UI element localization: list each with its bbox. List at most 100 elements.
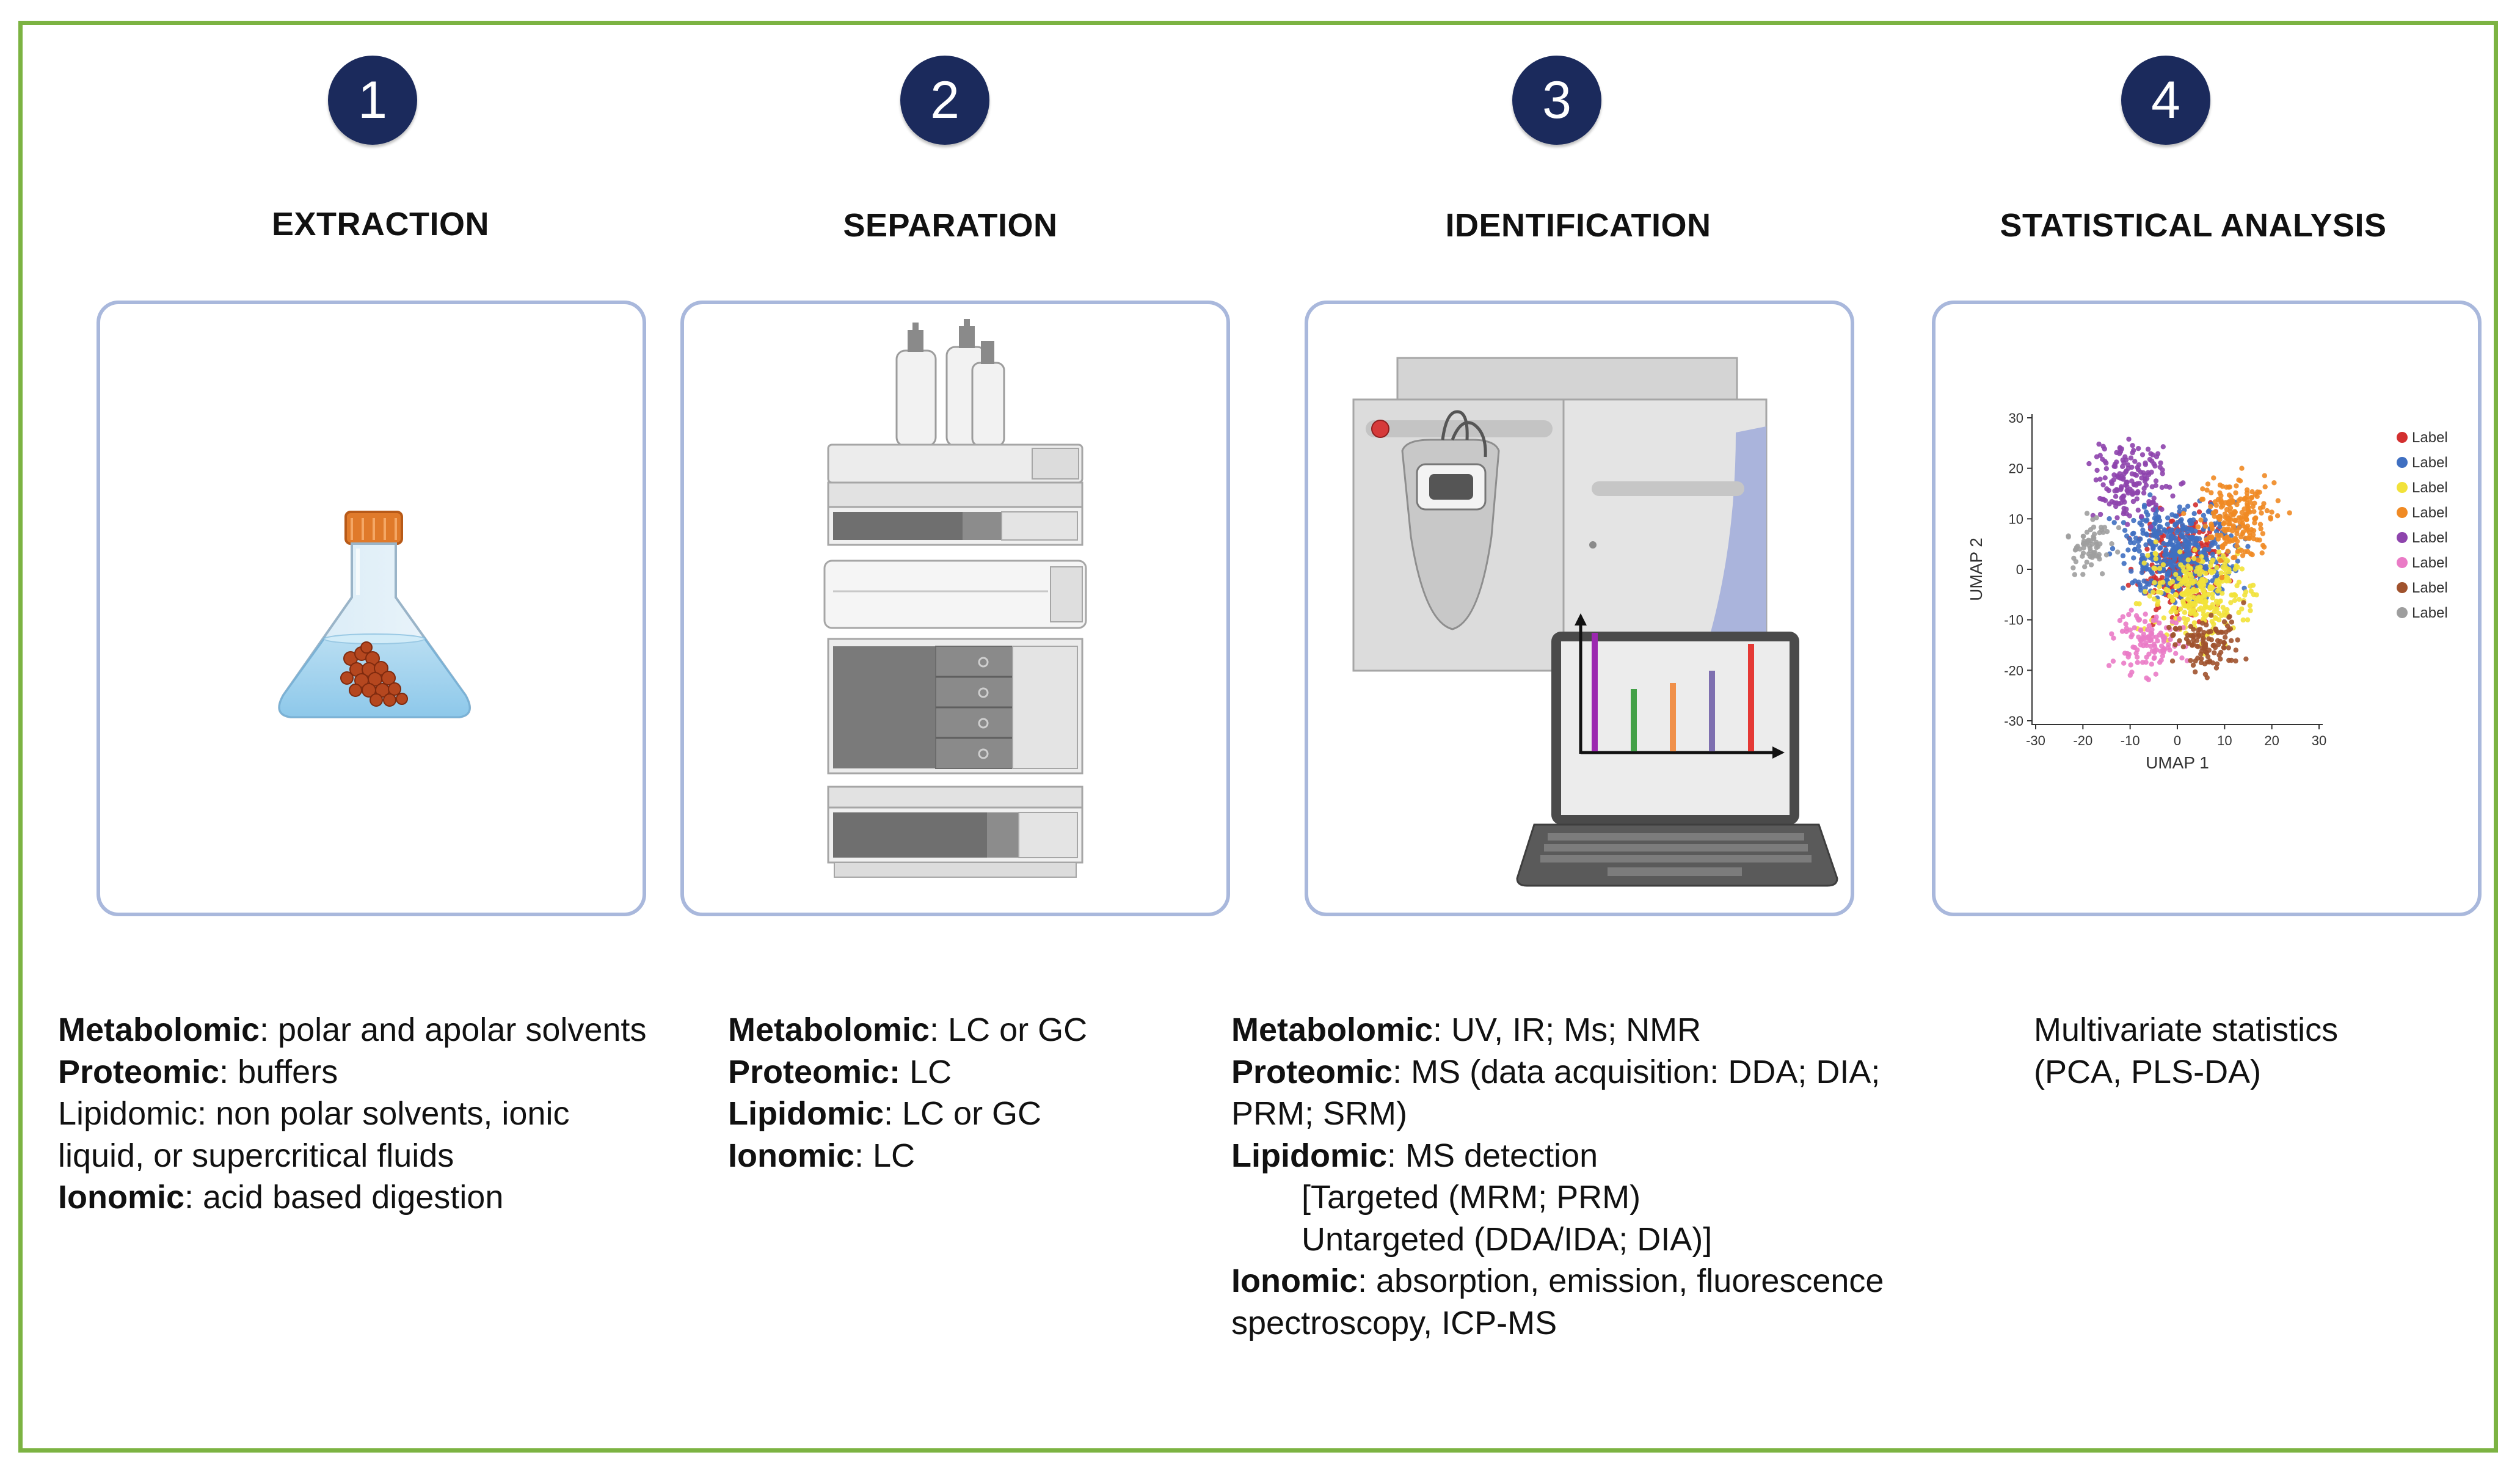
description-line: (PCA, PLS-DA) [2034, 1051, 2338, 1093]
umap-point [2193, 502, 2198, 508]
umap-point [2218, 558, 2223, 564]
umap-point [2182, 610, 2188, 615]
omics-term: Lipidomic [728, 1095, 884, 1132]
umap-point [2186, 547, 2191, 553]
umap-point [2173, 609, 2179, 615]
description-text: (PCA, PLS-DA) [2034, 1053, 2262, 1090]
umap-point [2220, 553, 2226, 558]
umap-point [2212, 514, 2217, 519]
description-text: : acid based digestion [184, 1179, 504, 1216]
umap-point [2147, 456, 2153, 462]
omics-term: Metabolomic [58, 1012, 260, 1048]
umap-point [2134, 496, 2139, 501]
umap-point [2186, 639, 2191, 644]
umap-point [2213, 665, 2220, 671]
umap-point [2144, 580, 2150, 586]
umap-point [2232, 566, 2238, 572]
umap-point [2121, 660, 2127, 666]
x-axis-label: UMAP 1 [2146, 753, 2209, 772]
description-line: spectroscopy, ICP-MS [1231, 1302, 1884, 1344]
umap-point [2193, 669, 2198, 675]
umap-point [2230, 523, 2236, 528]
description-line: Metabolomic: LC or GC [728, 1009, 1087, 1051]
description-line: Lipidomic: LC or GC [728, 1093, 1087, 1135]
umap-point [2097, 495, 2103, 501]
umap-point [2111, 520, 2117, 525]
umap-point [2175, 520, 2180, 525]
umap-point [2153, 556, 2158, 561]
umap-point [2234, 501, 2240, 508]
umap-point [2190, 662, 2196, 668]
step-4-title: STATISTICAL ANALYSIS [2000, 207, 2387, 244]
legend-label: Label [2412, 429, 2448, 446]
umap-point [2144, 635, 2149, 641]
umap-point [2221, 527, 2227, 532]
hplc-system-icon [823, 319, 1087, 878]
description-text: : MS detection [1387, 1137, 1598, 1174]
umap-point [2204, 487, 2210, 493]
umap-point [2150, 589, 2156, 595]
umap-point [2132, 459, 2138, 464]
umap-point [2120, 553, 2126, 558]
description-text: LC [900, 1053, 952, 1090]
umap-point [2233, 647, 2238, 653]
umap-point [2168, 530, 2173, 535]
umap-point [2146, 538, 2152, 544]
umap-point [2246, 535, 2251, 541]
umap-point [2194, 643, 2200, 649]
umap-point [2202, 517, 2208, 523]
umap-point [2165, 574, 2170, 579]
umap-point [2124, 506, 2129, 512]
umap-point [2084, 560, 2089, 565]
umap-point [2108, 479, 2114, 484]
umap-point [2220, 629, 2225, 635]
umap-point [2258, 526, 2263, 531]
umap-point [2091, 550, 2096, 555]
description-text: : UV, IR; Ms; NMR [1433, 1012, 1702, 1048]
umap-point [2157, 566, 2163, 571]
umap-point [2133, 601, 2139, 607]
umap-point [2230, 528, 2235, 534]
umap-point [2225, 558, 2230, 564]
umap-point [2239, 606, 2245, 612]
umap-point [2150, 452, 2155, 458]
umap-point [2110, 545, 2116, 552]
umap-point [2214, 661, 2220, 666]
umap-point [2201, 630, 2207, 635]
umap-point [2262, 484, 2268, 490]
umap-point [2157, 584, 2162, 589]
umap-point [2170, 606, 2176, 612]
umap-point [2125, 582, 2132, 588]
umap-point [2159, 643, 2165, 649]
umap-point [2141, 560, 2147, 566]
identification-card [1305, 301, 1854, 916]
umap-point [2188, 624, 2194, 629]
umap-point [2242, 549, 2248, 555]
umap-point [2116, 525, 2122, 531]
y-tick-label: -30 [2004, 713, 2023, 729]
umap-point [2115, 549, 2121, 555]
umap-point [2130, 492, 2135, 497]
umap-point [2155, 599, 2161, 605]
umap-point [2132, 547, 2138, 553]
umap-point [2209, 637, 2215, 643]
legend-swatch [2397, 607, 2408, 618]
umap-point [2236, 580, 2242, 585]
umap-point [2165, 534, 2171, 539]
umap-point [2221, 619, 2227, 625]
umap-point [2186, 566, 2191, 572]
diagram-frame [18, 21, 2498, 1453]
legend-swatch [2397, 532, 2408, 543]
umap-point [2226, 492, 2232, 498]
umap-point [2185, 632, 2191, 638]
description-line: Lipidomic: non polar solvents, ionic [58, 1093, 646, 1135]
umap-point [2180, 644, 2186, 649]
step-2-badge: 2 [900, 56, 989, 145]
umap-point [2202, 671, 2209, 677]
umap-point [2234, 543, 2240, 549]
description-line: Proteomic: buffers [58, 1051, 646, 1093]
umap-point [2150, 507, 2156, 512]
umap-point [2212, 499, 2218, 505]
umap-point [2144, 546, 2150, 552]
umap-point [2216, 617, 2222, 622]
